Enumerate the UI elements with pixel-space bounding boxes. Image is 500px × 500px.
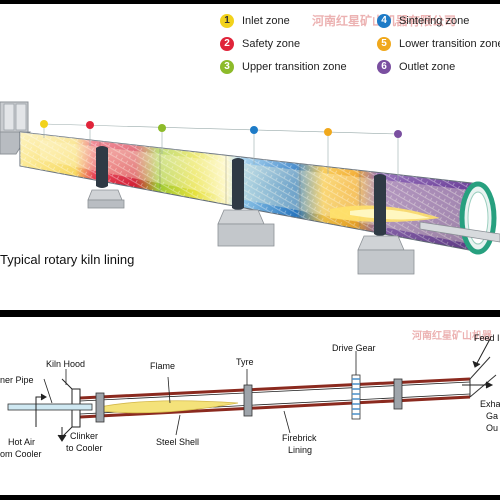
leader-lines (43, 351, 357, 436)
label-burner-pipe: ner Pipe (0, 375, 34, 385)
legend-badge: 6 (377, 60, 391, 74)
label-exhaust-line-2: Ga (486, 411, 498, 421)
burner-pipe (7, 403, 93, 411)
label-tyre: Tyre (236, 357, 254, 367)
label-hot-air-line-2: om Cooler (0, 449, 42, 459)
tyre-rings (95, 378, 403, 423)
label-kiln-hood: Kiln Hood (46, 359, 85, 369)
kiln-lining-illustration (0, 101, 500, 275)
legend-label: Upper transition zone (242, 60, 347, 73)
figure-caption: Typical rotary kiln lining (0, 252, 135, 267)
schematic-labels: Kiln Hood ner Pipe Flame Tyre Drive Gear… (0, 333, 500, 459)
legend-badge: 3 (220, 60, 234, 74)
label-exhaust: Exha (480, 399, 500, 409)
tyre-rings (96, 146, 386, 236)
label-clinker: Clinker (70, 431, 98, 441)
label-clinker-line-2: to Cooler (66, 443, 103, 453)
kiln-shell (79, 377, 471, 419)
legend-item-inlet: 1 Inlet zone (220, 14, 290, 28)
label-exhaust-line-3: Ou (486, 423, 498, 433)
zone-markers (40, 120, 402, 182)
legend-label: Inlet zone (242, 14, 290, 27)
legend-badge: 1 (220, 14, 234, 28)
flame-shape (99, 400, 239, 414)
label-drive-gear: Drive Gear (332, 343, 376, 353)
legend-badge: 2 (220, 37, 234, 51)
legend-badge: 4 (377, 14, 391, 28)
label-steel-shell: Steel Shell (156, 437, 199, 447)
legend-label: Lower transition zone (399, 37, 500, 50)
legend-item-upper-transition: 3 Upper transition zone (220, 60, 347, 74)
legend-label: Sintering zone (399, 14, 470, 27)
drive-gear (351, 374, 361, 420)
support-piers (87, 189, 415, 275)
legend-item-lower-transition: 5 Lower transition zone (377, 37, 500, 51)
legend-item-sintering: 4 Sintering zone (377, 14, 469, 28)
legend-label: Outlet zone (399, 60, 456, 73)
legend-item-safety: 2 Safety zone (220, 37, 300, 51)
label-flame: Flame (150, 361, 175, 371)
watermark: 河南红星矿山机器 (412, 331, 492, 342)
legend-badge: 5 (377, 37, 391, 51)
flow-arrows (35, 338, 494, 442)
label-firebrick-line-2: Lining (288, 445, 312, 455)
feed-end (469, 356, 497, 398)
label-feed: Feed I (474, 333, 500, 343)
kiln-tube (19, 131, 500, 255)
label-firebrick: Firebrick (282, 433, 317, 443)
kiln-schematic-diagram: Kiln Hood ner Pipe Flame Tyre Drive Gear… (0, 333, 500, 459)
legend-label: Safety zone (242, 37, 301, 50)
kiln-schematic-panel: 河南红星矿山机器 (0, 317, 500, 495)
label-hot-air: Hot Air (8, 437, 35, 447)
inlet-chute (0, 101, 31, 155)
legend-item-outlet: 6 Outlet zone (377, 60, 455, 74)
